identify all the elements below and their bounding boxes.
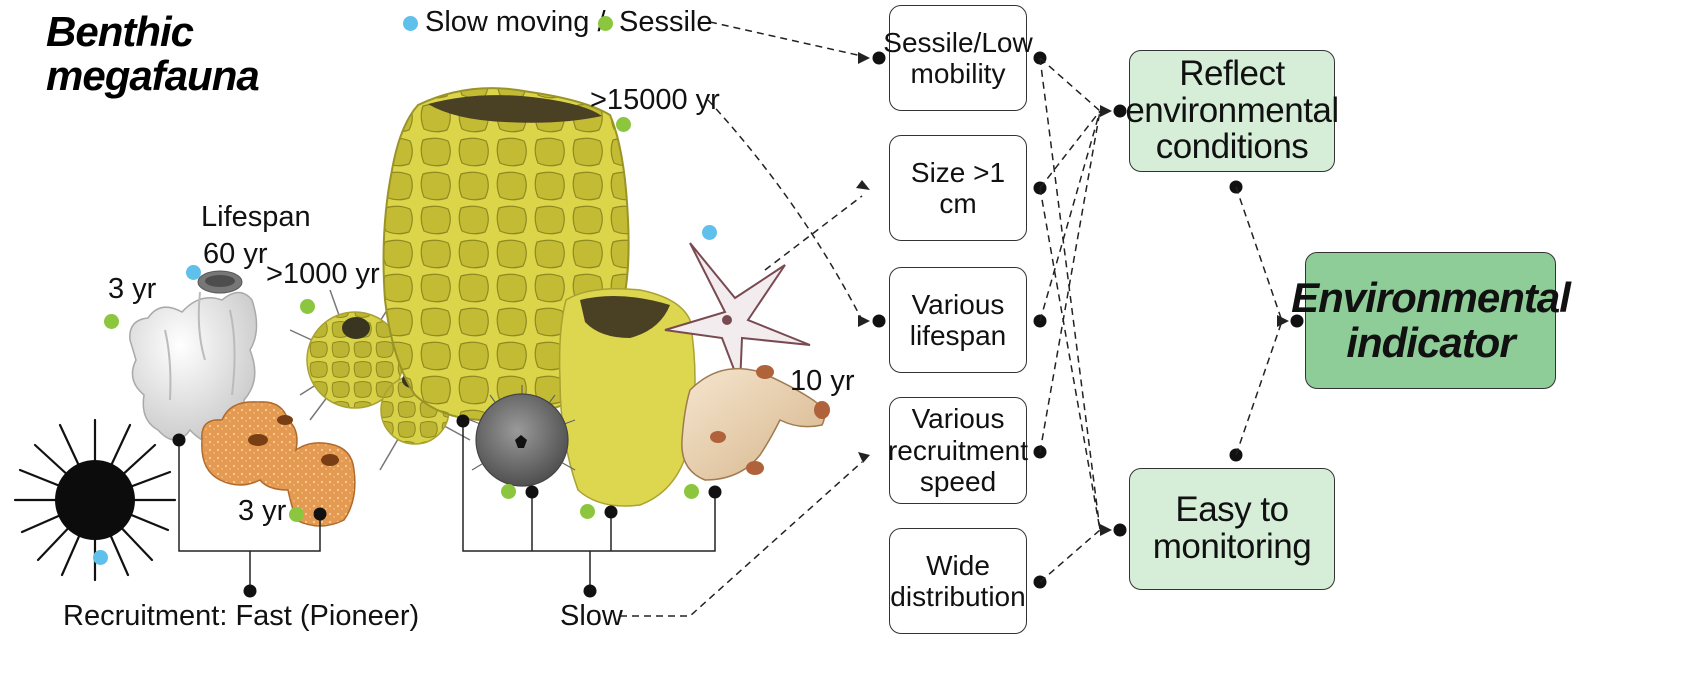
slow-moving-legend-label: Slow moving /: [425, 8, 606, 37]
trait-text: Sessile/Low: [883, 27, 1032, 58]
lifespan-label-small-anemone: 3 yr: [108, 275, 156, 304]
trait-text: Wide: [926, 550, 990, 581]
outcome-text: conditions: [1156, 127, 1309, 166]
outcome-text: Reflect: [1179, 54, 1284, 93]
slow-moving-marker-anemone: [186, 265, 201, 280]
lifespan-heading: Lifespan: [201, 203, 311, 232]
title-line-1: Benthic: [46, 10, 259, 54]
sessile-legend-dot: [598, 16, 613, 31]
slow-moving-legend-dot: [403, 16, 418, 31]
trait-text: speed: [920, 466, 996, 497]
sessile-marker-tube-sponge: [684, 484, 699, 499]
lifespan-label-orange-sponge: 3 yr: [238, 497, 286, 526]
fast-recruitment-label: Recruitment: Fast (Pioneer): [63, 602, 419, 631]
sessile-marker-large-sponge: [616, 117, 631, 132]
trait-text: Size >1 cm: [911, 157, 1005, 219]
diagram-title: Benthic megafauna: [46, 10, 259, 98]
lifespan-label-large-sponge: >15000 yr: [590, 86, 720, 115]
slow-moving-marker-black-urchin: [93, 550, 108, 565]
indicator-text: indicator: [1346, 319, 1514, 366]
outcome-text: environmental: [1125, 91, 1338, 130]
slow-recruitment-label: Slow: [560, 602, 623, 631]
trait-text: Various: [912, 403, 1005, 434]
lifespan-label-tube-sponge: 10 yr: [790, 367, 854, 396]
sessile-marker-yellow-urchin-sponge: [300, 299, 315, 314]
yellow-vase-sponge-illustration: [560, 289, 695, 506]
sessile-marker-grey-urchin: [501, 484, 516, 499]
sessile-marker-vase-sponge: [580, 504, 595, 519]
trait-text: lifespan: [910, 320, 1007, 351]
trait-text: distribution: [890, 581, 1025, 612]
indicator-text: Environmental: [1291, 274, 1570, 321]
trait-text: Various: [912, 289, 1005, 320]
outcome-text: Easy to: [1175, 490, 1288, 529]
sessile-legend-label: Sessile: [619, 8, 713, 37]
trait-text: mobility: [911, 58, 1006, 89]
trait-text: recruitment: [888, 435, 1028, 466]
slow-moving-marker-starfish: [702, 225, 717, 240]
outcome-text: monitoring: [1153, 527, 1311, 566]
trait-box-size: Size >1 cm: [889, 135, 1027, 241]
lifespan-label-anemone: 60 yr: [203, 240, 267, 269]
sessile-marker-small-anemone: [104, 314, 119, 329]
lifespan-label-yellow-urchin-sponge: >1000 yr: [266, 260, 380, 289]
sessile-marker-orange-sponge: [289, 507, 304, 522]
title-line-2: megafauna: [46, 54, 259, 98]
